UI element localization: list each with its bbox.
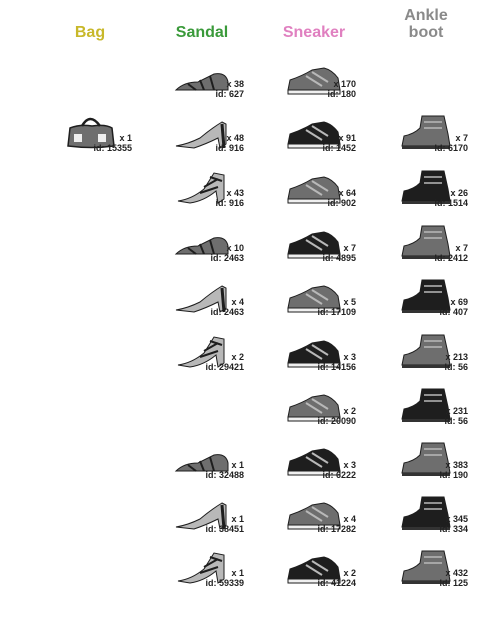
item-id: id: 38451 [205,524,244,534]
item-count: x 69 [450,297,468,307]
item-count: x 5 [343,297,356,307]
item-count: x 1 [119,133,132,143]
item-id: id: 627 [215,89,244,99]
item-count: x 10 [226,243,244,253]
item-id: id: 190 [439,470,468,480]
item-id: id: 334 [439,524,468,534]
item-count: x 43 [226,188,244,198]
item-id: id: 59339 [205,578,244,588]
item-id: id: 1452 [322,143,356,153]
item-count: x 345 [445,514,468,524]
ankle-boot-icon [398,278,454,314]
sneaker-icon [286,495,342,531]
sandal-icon [174,333,230,369]
sandal-icon [174,278,230,314]
item-id: id: 2412 [434,253,468,263]
item-id: id: 125 [439,578,468,588]
item-id: id: 6170 [434,143,468,153]
item-id: id: 17109 [317,307,356,317]
item-count: x 383 [445,460,468,470]
column-title: Ankle boot [404,7,448,41]
ankle-boot-icon [398,224,454,260]
sneaker-icon [286,278,342,314]
item-count: x 1 [231,568,244,578]
column-title: Bag [74,24,106,41]
sandal-icon [174,224,230,260]
sandal-icon [174,495,230,531]
item-id: id: 1514 [434,198,468,208]
sneaker-icon [286,114,342,150]
ankle-boot-icon [398,333,454,369]
item-id: id: 2463 [210,253,244,263]
ankle-boot-icon [398,169,454,205]
ankle-boot-icon [398,387,454,423]
sandal-icon [174,549,230,585]
sneaker-icon [286,169,342,205]
item-count: x 213 [445,352,468,362]
sneaker-icon [286,549,342,585]
item-count: x 4 [231,297,244,307]
sneaker-icon [286,333,342,369]
item-id: id: 916 [215,143,244,153]
item-count: x 7 [455,133,468,143]
item-count: x 231 [445,406,468,416]
item-count: x 4 [343,514,356,524]
item-id: id: 41224 [317,578,356,588]
column-title: Sneaker [282,24,346,41]
item-count: x 7 [343,243,356,253]
item-id: id: 2463 [210,307,244,317]
item-id: id: 32488 [205,470,244,480]
item-id: id: 916 [215,198,244,208]
item-id: id: 407 [439,307,468,317]
sneaker-icon [286,224,342,260]
ankle-boot-icon [398,495,454,531]
item-count: x 48 [226,133,244,143]
item-count: x 170 [333,79,356,89]
item-id: id: 17282 [317,524,356,534]
sneaker-icon [286,387,342,423]
sandal-icon [174,60,230,96]
column-title: Sandal [175,24,229,41]
item-id: id: 29421 [205,362,244,372]
item-count: x 2 [343,568,356,578]
sandal-icon [174,169,230,205]
item-count: x 38 [226,79,244,89]
item-count: x 7 [455,243,468,253]
item-id: id: 902 [327,198,356,208]
sandal-icon [174,114,230,150]
item-id: id: 20090 [317,416,356,426]
item-count: x 1 [231,514,244,524]
item-id: id: 6222 [322,470,356,480]
item-count: x 3 [343,352,356,362]
sandal-icon [174,441,230,477]
item-count: x 64 [338,188,356,198]
item-count: x 432 [445,568,468,578]
ankle-boot-icon [398,441,454,477]
item-count: x 26 [450,188,468,198]
item-id: id: 4895 [322,253,356,263]
bag-icon [62,114,118,150]
ankle-boot-icon [398,549,454,585]
sneaker-icon [286,60,342,96]
item-id: id: 180 [327,89,356,99]
item-count: x 3 [343,460,356,470]
ankle-boot-icon [398,114,454,150]
item-id: id: 14156 [317,362,356,372]
item-id: id: 56 [444,416,468,426]
sneaker-icon [286,441,342,477]
item-count: x 2 [343,406,356,416]
item-count: x 1 [231,460,244,470]
item-count: x 2 [231,352,244,362]
item-id: id: 15355 [93,143,132,153]
item-id: id: 56 [444,362,468,372]
item-count: x 91 [338,133,356,143]
